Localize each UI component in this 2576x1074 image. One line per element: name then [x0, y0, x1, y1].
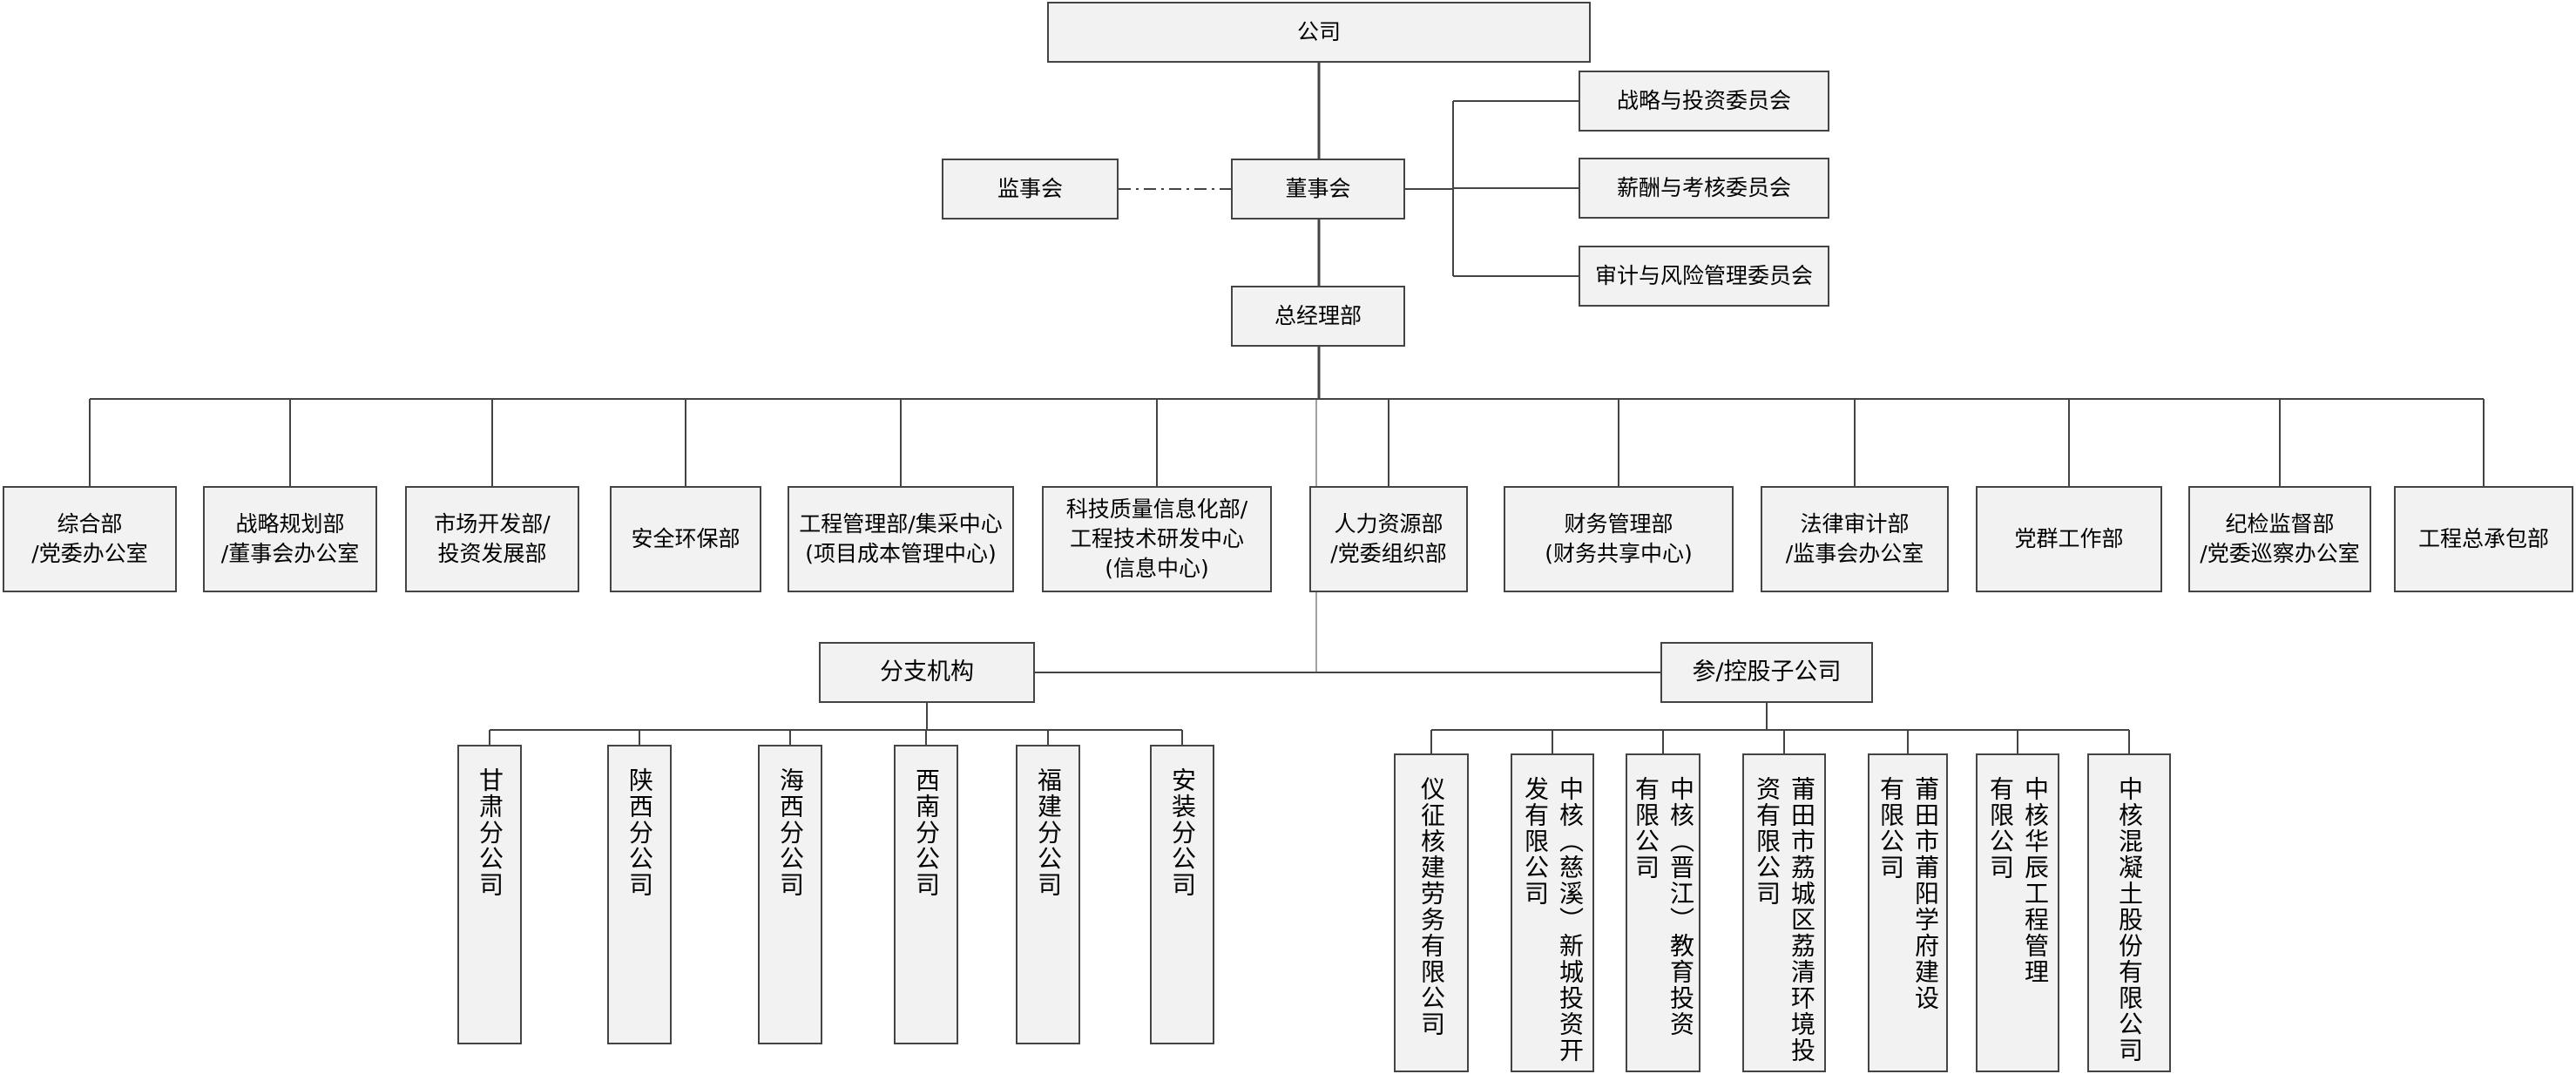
committee-audit-risk: 审计与风险管理委员会: [1579, 246, 1829, 307]
dept-strategic-planning: 战略规划部 /董事会办公室: [203, 486, 377, 592]
branch-fujian: 福建分公司: [1016, 745, 1080, 1044]
branch-header-box: 分支机构: [819, 642, 1035, 703]
dept-party-mass-work: 党群工作部: [1976, 486, 2162, 592]
committee-compensation-appraisal: 薪酬与考核委员会: [1579, 158, 1829, 219]
dept-market-development: 市场开发部/ 投资发展部: [405, 486, 579, 592]
branch-shaanxi: 陕西分公司: [607, 745, 672, 1044]
subsidiary-header-box: 参/控股子公司: [1660, 642, 1873, 703]
board-of-directors-box: 董事会: [1231, 159, 1405, 220]
branch-installation: 安装分公司: [1150, 745, 1214, 1044]
committee-strategy-investment: 战略与投资委员会: [1579, 71, 1829, 132]
dept-epc: 工程总承包部: [2394, 486, 2573, 592]
general-manager-box: 总经理部: [1231, 286, 1405, 347]
subsidiary-putian-puyang-xuefu: 莆田市莆阳学府建设 有限公司: [1868, 753, 1948, 1072]
company-box: 公司: [1047, 2, 1591, 63]
dept-engineering-management: 工程管理部/集采中心 (项目成本管理中心): [788, 486, 1014, 592]
supervisory-board-box: 监事会: [942, 159, 1119, 220]
branch-haixi: 海西分公司: [758, 745, 822, 1044]
subsidiary-jinjiang-education: 中核（晋江）教育投资 有限公司: [1626, 753, 1700, 1072]
branch-gansu: 甘肃分公司: [457, 745, 522, 1044]
dept-legal-audit: 法律审计部 /监事会办公室: [1761, 486, 1949, 592]
dept-finance: 财务管理部 (财务共享中心): [1504, 486, 1734, 592]
dept-technology-quality: 科技质量信息化部/ 工程技术研发中心 (信息中心): [1042, 486, 1272, 592]
dept-safety-environment: 安全环保部: [610, 486, 761, 592]
subsidiary-huachen-engineering: 中核华辰工程管理 有限公司: [1976, 753, 2059, 1072]
dept-discipline-inspection: 纪检监督部 /党委巡察办公室: [2188, 486, 2371, 592]
dept-human-resources: 人力资源部 /党委组织部: [1309, 486, 1468, 592]
subsidiary-putian-liqing-environment: 莆田市荔城区荔清环境投 资有限公司: [1742, 753, 1826, 1072]
subsidiary-yizheng-labor: 仪征核建劳务有限公司: [1394, 753, 1469, 1072]
subsidiary-cixi-new-city: 中核（慈溪）新城投资开 发有限公司: [1511, 753, 1594, 1072]
dept-general-office: 综合部 /党委办公室: [3, 486, 177, 592]
subsidiary-concrete-co: 中核混凝土股份有限公司: [2087, 753, 2171, 1072]
branch-xinan: 西南分公司: [894, 745, 958, 1044]
